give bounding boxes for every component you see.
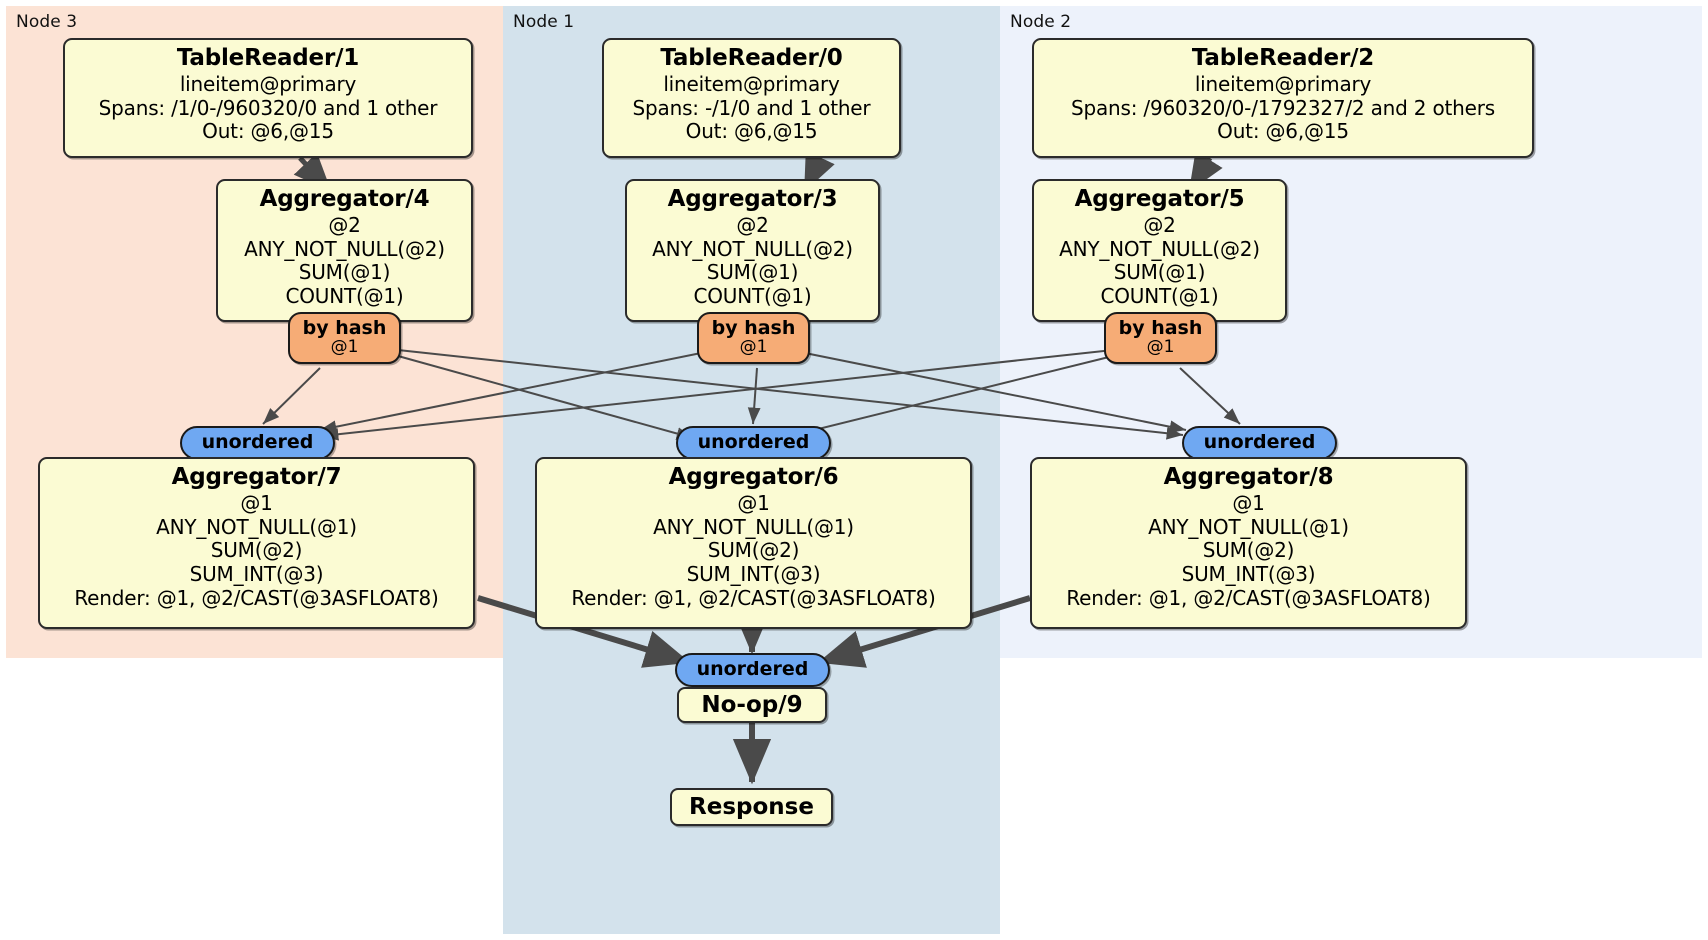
processor-title: Aggregator/5 — [1074, 186, 1245, 212]
router-label: unordered — [697, 431, 810, 454]
router-key-label: @1 — [1146, 337, 1175, 358]
processor-detail-line: SUM(@1) — [298, 260, 391, 285]
processor-detail-line: lineitem@primary — [179, 72, 357, 97]
processor-detail-line: lineitem@primary — [663, 72, 840, 97]
processor-title: Response — [689, 794, 814, 820]
processor-detail-line: SUM(@2) — [1202, 538, 1295, 563]
processor-box-tablereader-1[interactable]: TableReader/1 lineitem@primary Spans: /1… — [63, 38, 473, 158]
router-label: unordered — [201, 431, 314, 454]
processor-detail-line: Spans: -/1/0 and 1 other — [632, 95, 871, 120]
processor-detail-line: SUM(@2) — [707, 538, 800, 563]
processor-detail-line: SUM_INT(@3) — [189, 561, 324, 586]
input-synchronizer-unordered-middle[interactable]: unordered — [676, 426, 831, 460]
processor-detail-line: SUM_INT(@3) — [686, 561, 821, 586]
processor-box-aggregator-3[interactable]: Aggregator/3 @2 ANY_NOT_NULL(@2) SUM(@1)… — [625, 179, 880, 322]
output-router-by-hash-right[interactable]: by hash @1 — [1104, 312, 1217, 364]
processor-box-tablereader-2[interactable]: TableReader/2 lineitem@primary Spans: /9… — [1032, 38, 1534, 158]
processor-detail-line: @1 — [240, 491, 273, 516]
processor-detail-line: COUNT(@1) — [285, 283, 404, 308]
processor-box-aggregator-6[interactable]: Aggregator/6 @1 ANY_NOT_NULL(@1) SUM(@2)… — [535, 457, 972, 629]
router-type-label: by hash — [711, 317, 796, 340]
processor-detail-line: ANY_NOT_NULL(@2) — [244, 236, 445, 261]
processor-detail-line: SUM(@1) — [1113, 260, 1206, 285]
processor-detail-line: @1 — [1232, 491, 1265, 516]
processor-detail-line: @2 — [1143, 213, 1176, 238]
processor-title: Aggregator/3 — [667, 186, 838, 212]
processor-box-no-op-9[interactable]: No-op/9 — [677, 687, 827, 723]
processor-box-aggregator-7[interactable]: Aggregator/7 @1 ANY_NOT_NULL(@1) SUM(@2)… — [38, 457, 475, 629]
input-synchronizer-unordered-left[interactable]: unordered — [180, 426, 335, 460]
processor-detail-line: SUM(@2) — [210, 538, 303, 563]
processor-detail-line: Render: @1, @2/CAST(@3ASFLOAT8) — [74, 585, 439, 610]
node-panel-label: Node 1 — [513, 12, 575, 32]
processor-title: Aggregator/8 — [1163, 464, 1334, 490]
processor-detail-line: @2 — [328, 213, 361, 238]
input-synchronizer-unordered-right[interactable]: unordered — [1182, 426, 1337, 460]
processor-title: TableReader/0 — [660, 45, 843, 71]
processor-box-tablereader-0[interactable]: TableReader/0 lineitem@primary Spans: -/… — [602, 38, 901, 158]
processor-detail-line: Out: @6,@15 — [685, 119, 818, 144]
input-synchronizer-unordered-final[interactable]: unordered — [675, 653, 830, 687]
processor-title: Aggregator/6 — [668, 464, 839, 490]
processor-detail-line: Spans: /1/0-/960320/0 and 1 other — [98, 95, 438, 120]
router-type-label: by hash — [1118, 317, 1203, 340]
processor-detail-line: Render: @1, @2/CAST(@3ASFLOAT8) — [571, 585, 936, 610]
processor-detail-line: lineitem@primary — [1194, 72, 1372, 97]
processor-title: No-op/9 — [701, 692, 803, 718]
node-panel-label: Node 3 — [16, 12, 78, 32]
processor-detail-line: ANY_NOT_NULL(@1) — [653, 514, 854, 539]
processor-title: TableReader/2 — [1191, 45, 1375, 71]
processor-detail-line: SUM(@1) — [706, 260, 799, 285]
processor-box-aggregator-4[interactable]: Aggregator/4 @2 ANY_NOT_NULL(@2) SUM(@1)… — [216, 179, 473, 322]
processor-detail-line: @1 — [737, 491, 770, 516]
processor-box-aggregator-8[interactable]: Aggregator/8 @1 ANY_NOT_NULL(@1) SUM(@2)… — [1030, 457, 1467, 629]
processor-title: Aggregator/7 — [171, 464, 342, 490]
node-panel-label: Node 2 — [1010, 12, 1072, 32]
processor-box-aggregator-5[interactable]: Aggregator/5 @2 ANY_NOT_NULL(@2) SUM(@1)… — [1032, 179, 1287, 322]
processor-detail-line: Render: @1, @2/CAST(@3ASFLOAT8) — [1066, 585, 1431, 610]
output-router-by-hash-middle[interactable]: by hash @1 — [697, 312, 810, 364]
processor-detail-line: COUNT(@1) — [693, 283, 812, 308]
processor-title: Aggregator/4 — [259, 186, 430, 212]
router-label: unordered — [696, 658, 809, 681]
output-router-by-hash-left[interactable]: by hash @1 — [288, 312, 401, 364]
processor-title: TableReader/1 — [176, 45, 360, 71]
router-type-label: by hash — [302, 317, 387, 340]
processor-detail-line: Spans: /960320/0-/1792327/2 and 2 others — [1070, 95, 1495, 120]
processor-detail-line: ANY_NOT_NULL(@1) — [1148, 514, 1349, 539]
processor-detail-line: Out: @6,@15 — [1217, 119, 1349, 144]
processor-detail-line: ANY_NOT_NULL(@2) — [1059, 236, 1260, 261]
processor-detail-line: @2 — [736, 213, 769, 238]
processor-detail-line: ANY_NOT_NULL(@2) — [652, 236, 853, 261]
processor-detail-line: SUM_INT(@3) — [1181, 561, 1316, 586]
processor-detail-line: COUNT(@1) — [1100, 283, 1219, 308]
processor-detail-line: Out: @6,@15 — [202, 119, 334, 144]
router-key-label: @1 — [739, 337, 768, 358]
router-key-label: @1 — [330, 337, 359, 358]
processor-detail-line: ANY_NOT_NULL(@1) — [156, 514, 357, 539]
router-label: unordered — [1203, 431, 1316, 454]
processor-box-response[interactable]: Response — [670, 788, 833, 826]
